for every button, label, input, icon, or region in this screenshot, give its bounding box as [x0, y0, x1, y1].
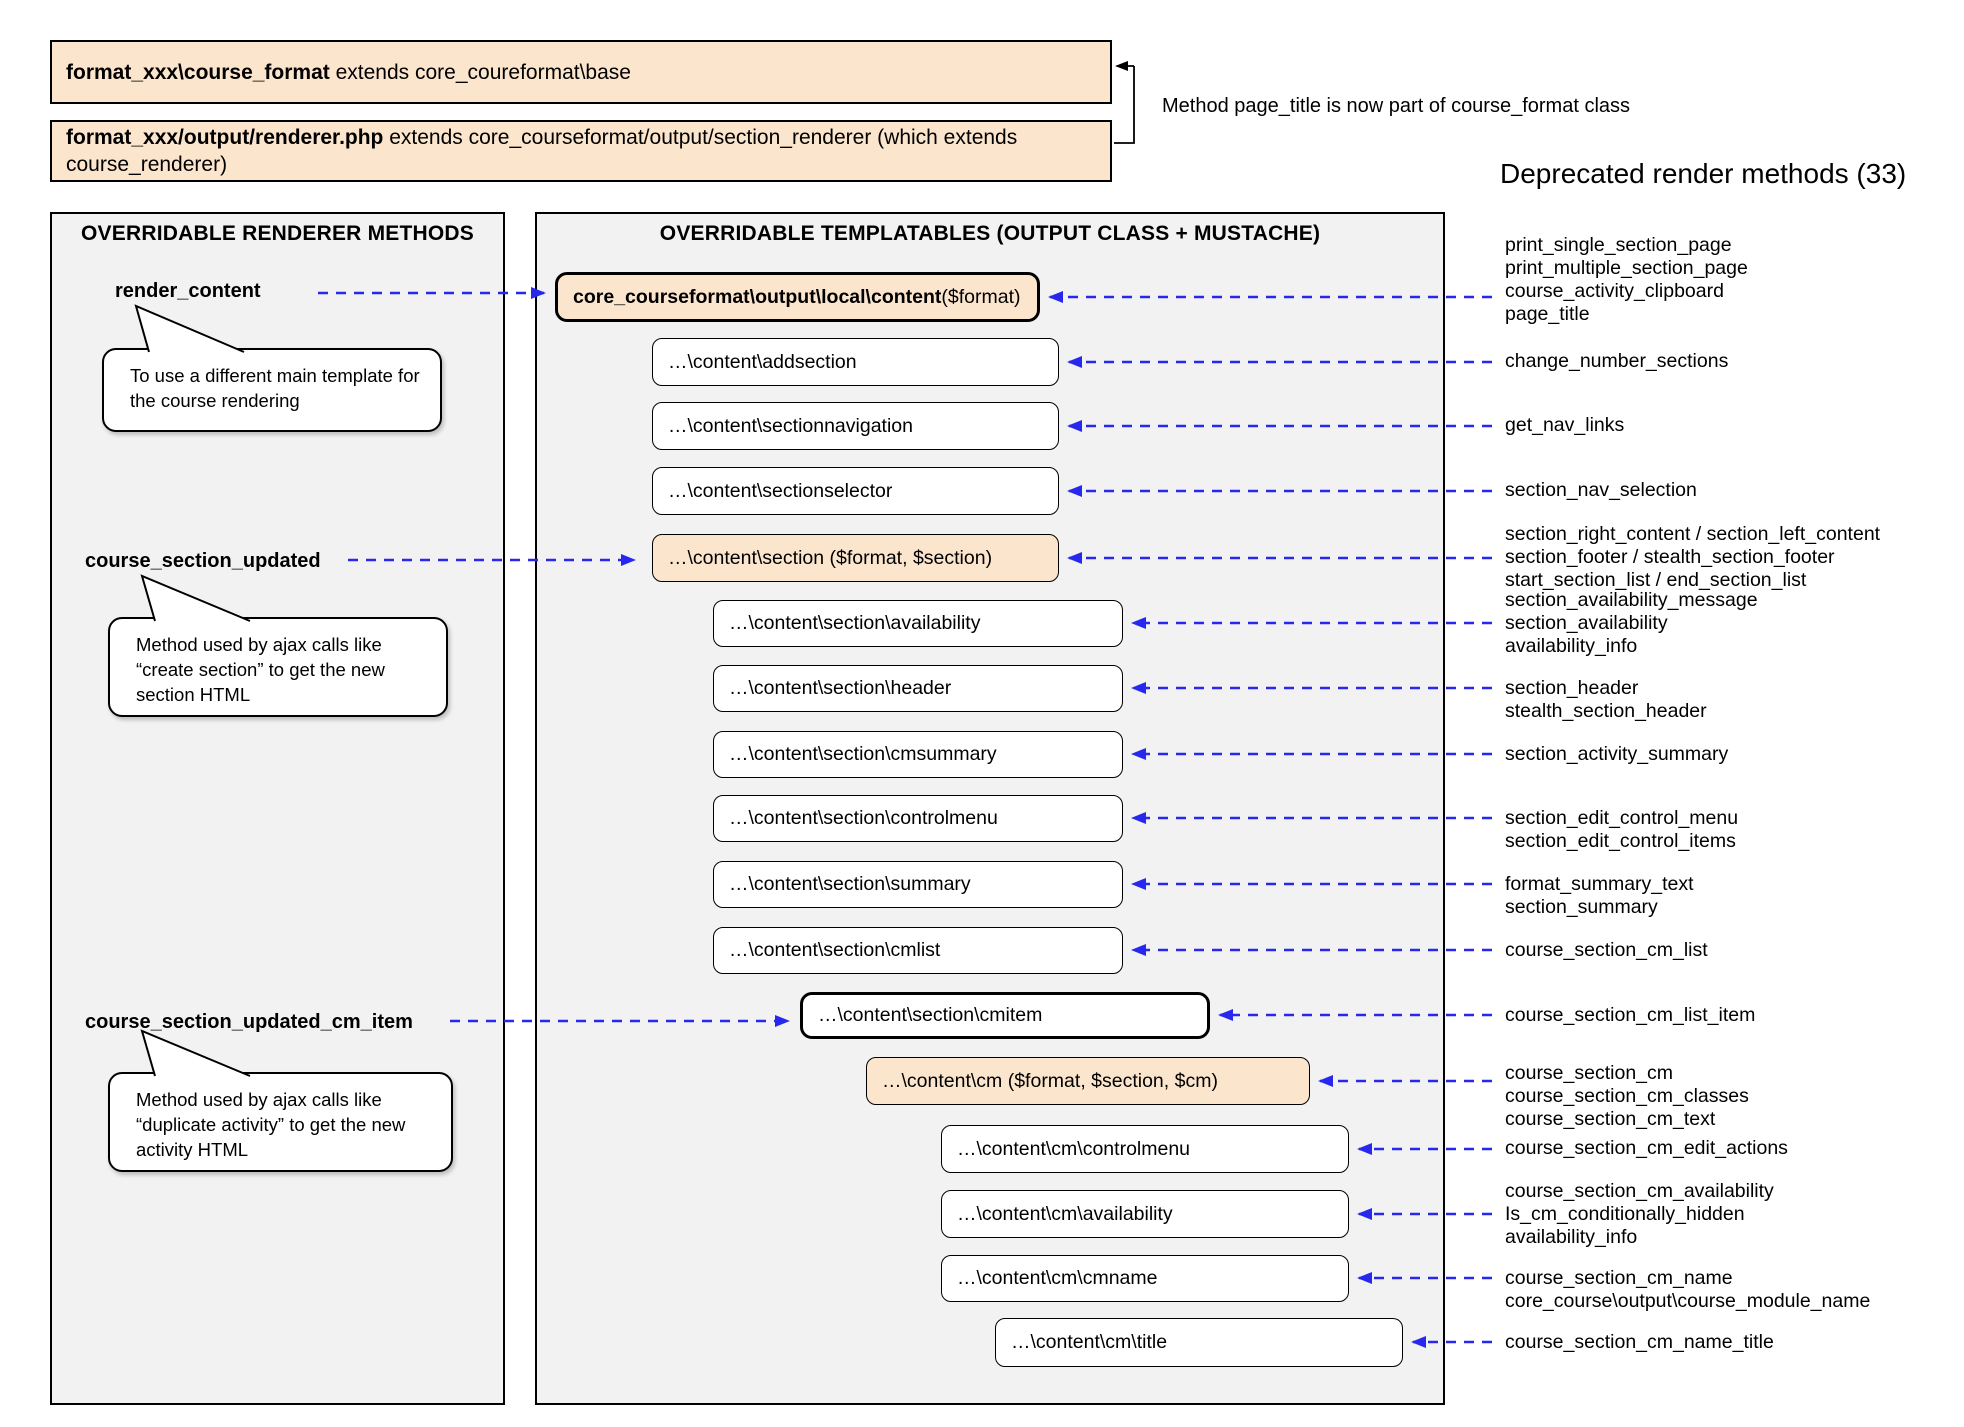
deprecated-group: course_section_cm_list — [1505, 939, 1708, 961]
method-label-render-content: render_content — [115, 280, 261, 302]
deprecated-group: section_availability_message section_ava… — [1505, 589, 1758, 657]
header-box-1-bold: format_xxx\course_format — [66, 60, 330, 84]
callout-render-content: To use a different main template for the… — [102, 348, 442, 432]
templatable-addsection: …\content\addsection — [652, 338, 1059, 386]
deprecated-title: Deprecated render methods (33) — [1500, 158, 1907, 189]
callout-course-section-updated: Method used by ajax calls like “create s… — [108, 617, 448, 717]
deprecated-group: get_nav_links — [1505, 414, 1625, 436]
callout-line: Method used by ajax calls like — [136, 1089, 382, 1110]
templatables-panel-title: OVERRIDABLE TEMPLATABLES (OUTPUT CLASS +… — [659, 222, 1321, 245]
templatable-section-cmitem: …\content\section\cmitem — [800, 992, 1210, 1039]
callout-line: activity HTML — [136, 1139, 249, 1160]
header-box-1-text: format_xxx\course_format extends core_co… — [66, 59, 631, 86]
header-box-2-rest: extends core_courseformat/output/section… — [66, 126, 1018, 176]
deprecated-group: course_section_cm_name core_course\outpu… — [1505, 1267, 1871, 1312]
deprecated-group: change_number_sections — [1505, 350, 1729, 372]
templatable-section-controlmenu: …\content\section\controlmenu — [713, 795, 1123, 842]
templatable-cm-controlmenu: …\content\cm\controlmenu — [941, 1125, 1349, 1173]
deprecated-group: course_section_cm_list_item — [1505, 1004, 1756, 1026]
templatable-cm-title: …\content\cm\title — [995, 1318, 1403, 1367]
templatable-cm: …\content\cm ($format, $section, $cm) — [866, 1057, 1310, 1105]
deprecated-group: course_section_cm course_section_cm_clas… — [1505, 1062, 1749, 1130]
templatable-section-header: …\content\section\header — [713, 665, 1123, 712]
templatable-cm-cmname: …\content\cm\cmname — [941, 1255, 1349, 1302]
deprecated-group: course_section_cm_availability Is_cm_con… — [1505, 1180, 1774, 1248]
deprecated-group: course_section_cm_name_title — [1505, 1331, 1774, 1353]
templatable-section-cmlist: …\content\section\cmlist — [713, 927, 1123, 974]
templatable-section-cmsummary: …\content\section\cmsummary — [713, 731, 1123, 778]
templatable-section: …\content\section ($format, $section) — [652, 534, 1059, 582]
method-label-course-section-updated: course_section_updated — [85, 550, 321, 572]
callout-course-section-updated-cm-item: Method used by ajax calls like “duplicat… — [108, 1072, 453, 1172]
deprecated-group: print_single_section_page print_multiple… — [1505, 234, 1748, 325]
templatable-section-availability: …\content\section\availability — [713, 600, 1123, 647]
callout-line: section HTML — [136, 684, 251, 705]
deprecated-group: format_summary_text section_summary — [1505, 873, 1694, 918]
deprecated-group: section_header stealth_section_header — [1505, 677, 1707, 722]
page-title-note: Method page_title is now part of course_… — [1162, 95, 1631, 117]
templatable-section-summary: …\content\section\summary — [713, 861, 1123, 908]
deprecated-group: section_right_content / section_left_con… — [1505, 523, 1881, 591]
renderer-methods-panel-title: OVERRIDABLE RENDERER METHODS — [81, 222, 474, 245]
templatable-content: core_courseformat\output\local\content (… — [555, 272, 1040, 322]
header-box-course-format: format_xxx\course_format extends core_co… — [50, 40, 1112, 104]
header-box-2-bold: format_xxx/output/renderer.php — [66, 126, 384, 149]
callout-line: the course rendering — [130, 390, 300, 411]
deprecated-group: course_section_cm_edit_actions — [1505, 1137, 1788, 1159]
method-label-course-section-updated-cm-item: course_section_updated_cm_item — [85, 1011, 413, 1033]
templatable-sectionnavigation: …\content\sectionnavigation — [652, 402, 1059, 450]
templatable-cm-availability: …\content\cm\availability — [941, 1190, 1349, 1238]
header-box-renderer: format_xxx/output/renderer.php extends c… — [50, 120, 1112, 182]
deprecated-group: section_edit_control_menu section_edit_c… — [1505, 807, 1739, 852]
templatable-sectionselector: …\content\sectionselector — [652, 467, 1059, 515]
callout-line: “create section” to get the new — [136, 659, 385, 680]
header-box-1-rest: extends core_coureformat\base — [329, 60, 631, 84]
callout-line: “duplicate activity” to get the new — [136, 1114, 406, 1135]
header-box-2-text: format_xxx/output/renderer.php extends c… — [66, 124, 1096, 178]
callout-line: Method used by ajax calls like — [136, 634, 382, 655]
callout-line: To use a different main template for — [130, 365, 420, 386]
deprecated-group: section_activity_summary — [1505, 743, 1729, 765]
deprecated-group: section_nav_selection — [1505, 479, 1697, 501]
